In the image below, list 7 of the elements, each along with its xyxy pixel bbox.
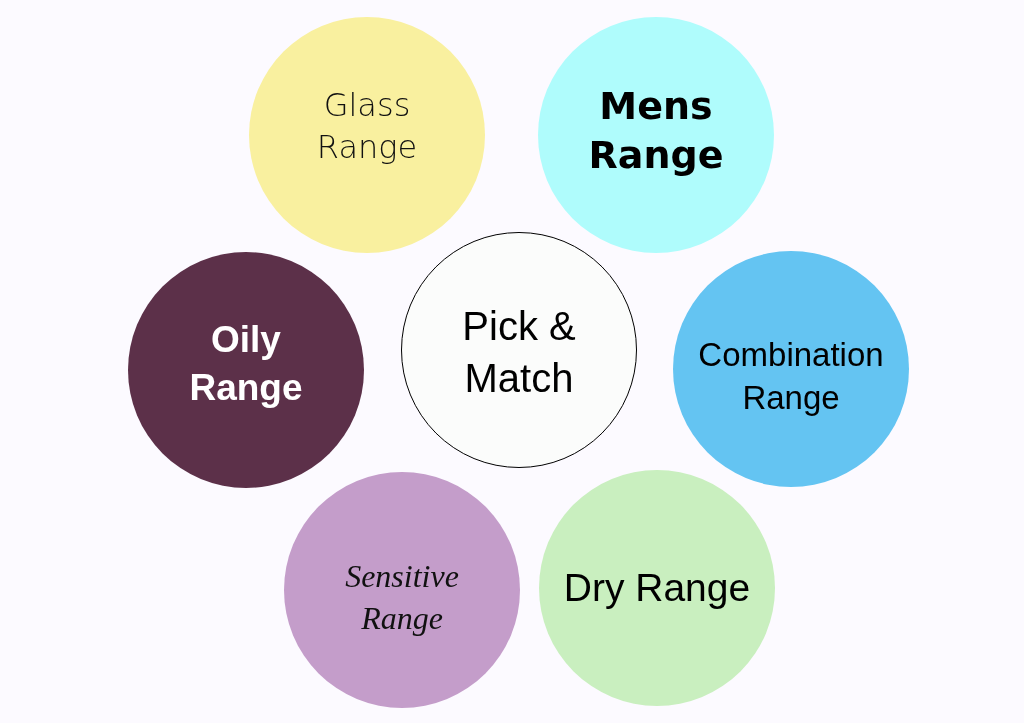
circle-label: Sensitive Range [344,557,460,638]
circle-label: Mens Range [587,82,725,179]
circle-label: Dry Range [562,564,752,611]
circle-label: Combination Range [697,335,885,418]
circle-label: Glass Range [315,85,419,168]
circle-label: Oily Range [188,317,304,410]
circle-label: Pick & Match [461,303,577,402]
